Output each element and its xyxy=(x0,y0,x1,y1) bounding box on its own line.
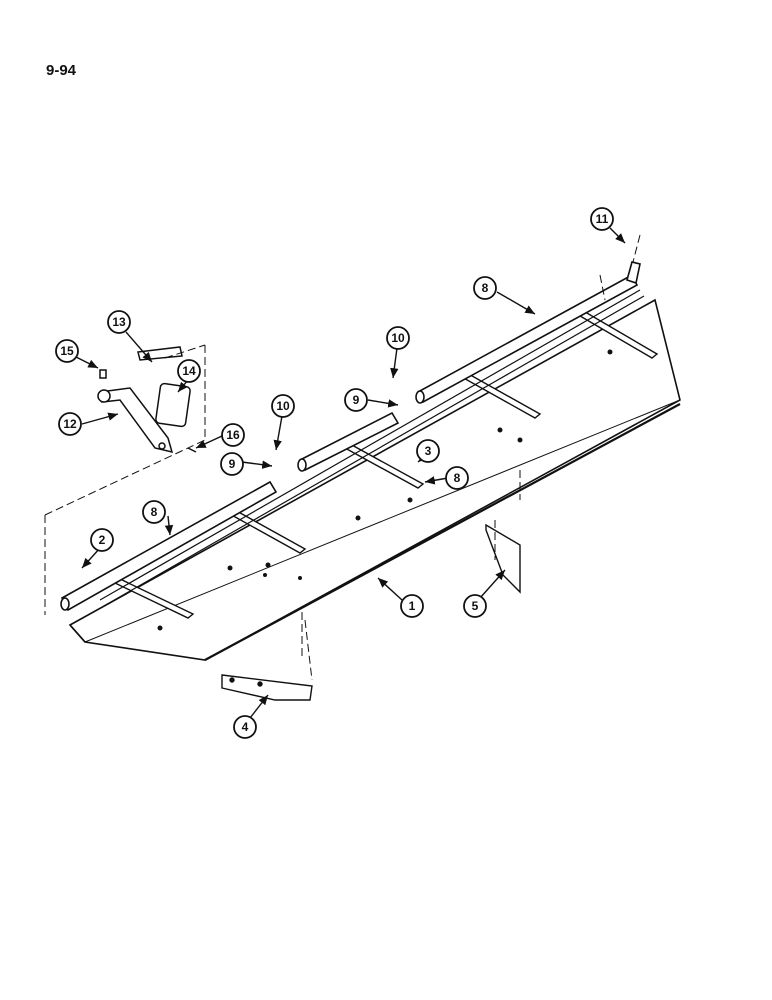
arm-assembly xyxy=(97,346,197,454)
svg-text:15: 15 xyxy=(60,344,74,358)
svg-text:3: 3 xyxy=(425,444,432,458)
svg-text:10: 10 xyxy=(391,331,405,345)
callout-2: 2 xyxy=(90,528,114,552)
callout-10b: 10 xyxy=(386,326,410,350)
callout-9b: 9 xyxy=(344,388,368,412)
svg-text:10: 10 xyxy=(276,399,290,413)
callouts xyxy=(73,227,626,719)
callout-circles: 1 2 3 4 5 8 8 8 9 9 10 10 11 12 13 14 15… xyxy=(55,207,614,739)
svg-text:4: 4 xyxy=(242,720,249,734)
svg-text:9: 9 xyxy=(229,457,236,471)
svg-text:2: 2 xyxy=(99,533,106,547)
svg-text:8: 8 xyxy=(151,505,158,519)
svg-text:8: 8 xyxy=(482,281,489,295)
main-plate xyxy=(68,298,681,661)
svg-text:13: 13 xyxy=(112,315,126,329)
svg-text:8: 8 xyxy=(454,471,461,485)
callout-1: 1 xyxy=(400,594,424,618)
callout-5: 5 xyxy=(463,594,487,618)
rear-rail xyxy=(99,289,645,607)
svg-text:12: 12 xyxy=(63,417,77,431)
callout-4: 4 xyxy=(233,715,257,739)
svg-text:14: 14 xyxy=(182,364,196,378)
svg-text:16: 16 xyxy=(226,428,240,442)
callout-14: 14 xyxy=(177,359,201,383)
callout-13: 13 xyxy=(107,310,131,334)
callout-16: 16 xyxy=(221,423,245,447)
bracket-5 xyxy=(485,523,521,594)
callout-9a: 9 xyxy=(220,452,244,476)
callout-12: 12 xyxy=(58,412,82,436)
svg-text:5: 5 xyxy=(472,599,479,613)
cross-rails xyxy=(113,308,659,619)
svg-text:1: 1 xyxy=(409,599,416,613)
svg-text:11: 11 xyxy=(596,212,609,226)
page-number: 9-94 xyxy=(46,62,77,79)
svg-text:9: 9 xyxy=(353,393,360,407)
callout-11: 11 xyxy=(590,207,614,231)
callout-3: 3 xyxy=(416,439,440,463)
callout-10a: 10 xyxy=(271,394,295,418)
callout-8b: 8 xyxy=(445,466,469,490)
callout-15: 15 xyxy=(55,339,79,363)
dashed-guides xyxy=(44,234,641,681)
front-tube xyxy=(60,261,641,612)
callout-8c: 8 xyxy=(473,276,497,300)
callout-8a: 8 xyxy=(142,500,166,524)
bracket-4 xyxy=(221,674,313,701)
